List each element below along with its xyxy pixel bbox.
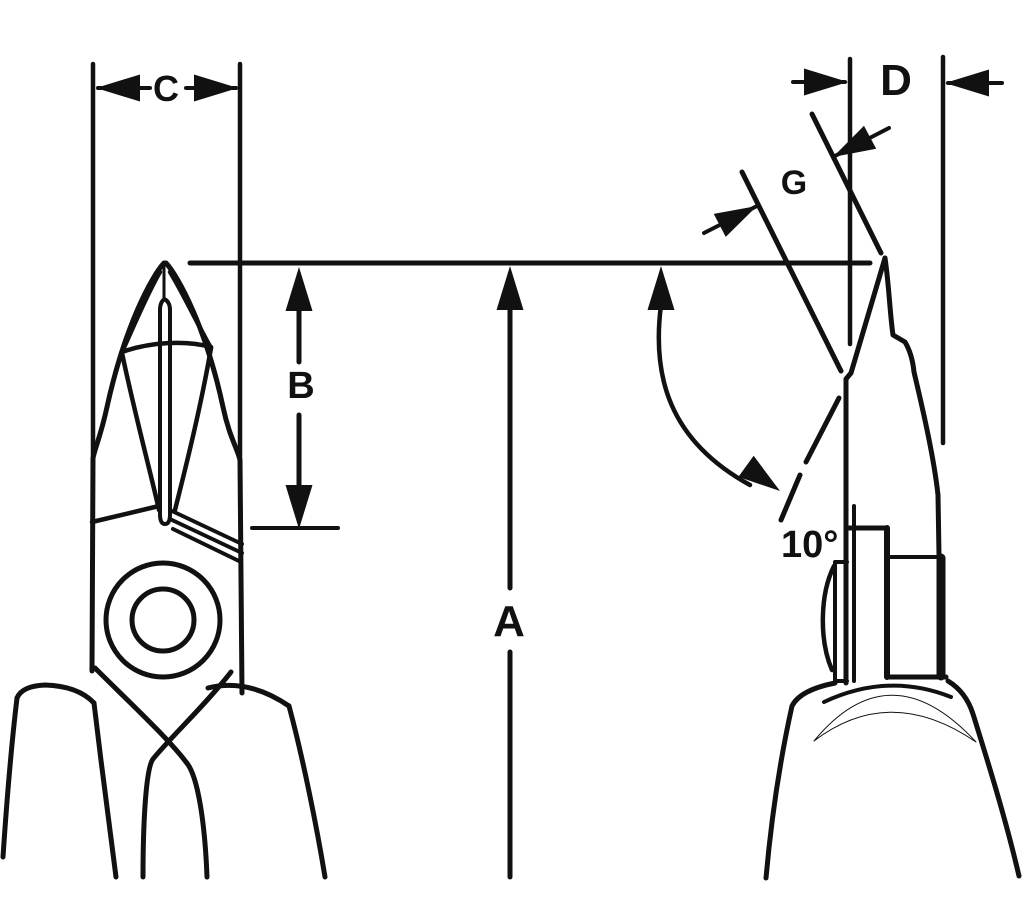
side-handle-upper-arc [822, 683, 953, 704]
angle-value-label: 10° [781, 524, 838, 566]
right-handle-cap [205, 682, 292, 709]
g-arrowhead-upper [833, 125, 877, 157]
pivot-inner-circle [129, 586, 197, 654]
jaw-bottom-edge-left [89, 503, 162, 525]
a-arrowhead-up [496, 266, 524, 310]
dimension-g-label: G [781, 164, 807, 202]
left-handle-cap [14, 682, 97, 706]
angle-arc [656, 302, 753, 488]
dimension-g: G [702, 111, 891, 374]
jaw-face-line [119, 340, 214, 355]
jaw-bottom-edge-right-3 [171, 527, 243, 564]
joint-left-bulge [820, 563, 837, 673]
d-arrowhead-right [945, 69, 989, 97]
angle-annotation: 10° [647, 266, 842, 566]
dimension-c-label: C [153, 68, 179, 109]
side-handle-crescent [813, 694, 977, 743]
front-view-drawing [0, 260, 328, 880]
side-handle-left-edge [763, 680, 838, 881]
g-reference-line-upper [809, 111, 884, 256]
c-arrowhead-right [194, 74, 238, 102]
dimension-a: A [493, 266, 525, 880]
dimension-b: B [250, 267, 340, 530]
angle-face-line-lower [778, 472, 803, 523]
tip-bevel-left [119, 269, 163, 355]
angle-face-line-upper [803, 395, 842, 465]
right-handle-outer-edge [286, 703, 328, 880]
c-arrowhead-left [96, 74, 140, 102]
dimension-d-label: D [880, 56, 912, 105]
b-arrowhead-up [285, 267, 313, 311]
head-outline-left [89, 260, 167, 674]
inner-jaw-edge-left [119, 350, 162, 513]
g-arrowhead-lower [713, 206, 757, 237]
dimension-d: D [791, 54, 1004, 446]
joint-left-plate [833, 560, 849, 683]
d-arrowhead-left [804, 68, 848, 96]
crossing-member-right-to-left [140, 669, 234, 880]
side-jaw-left-edge [843, 255, 888, 686]
left-handle-inner-edge [91, 700, 119, 880]
pivot-outer-circle [103, 560, 223, 680]
cutting-slot [158, 297, 172, 526]
side-view-drawing [763, 255, 1022, 881]
jaw-bottom-edge-right-1 [170, 509, 244, 546]
side-handle-right-edge [945, 678, 1022, 879]
tip-bevel-right [167, 269, 214, 351]
head-outline-right [163, 260, 245, 696]
b-arrowhead-down [285, 485, 313, 529]
side-jaw-right-edge [882, 255, 942, 558]
left-handle-outer-edge [0, 695, 20, 860]
inner-jaw-edge-right [172, 345, 214, 513]
crossing-member-left-to-right [92, 665, 210, 880]
angle-arc-arrowhead-start [647, 266, 675, 310]
angle-arc-arrowhead-end [738, 455, 780, 491]
dimension-b-label: B [287, 365, 314, 407]
dimension-a-label: A [493, 597, 525, 646]
jaw-bottom-edge-right-2 [170, 518, 244, 555]
dimension-c: C [90, 61, 243, 461]
